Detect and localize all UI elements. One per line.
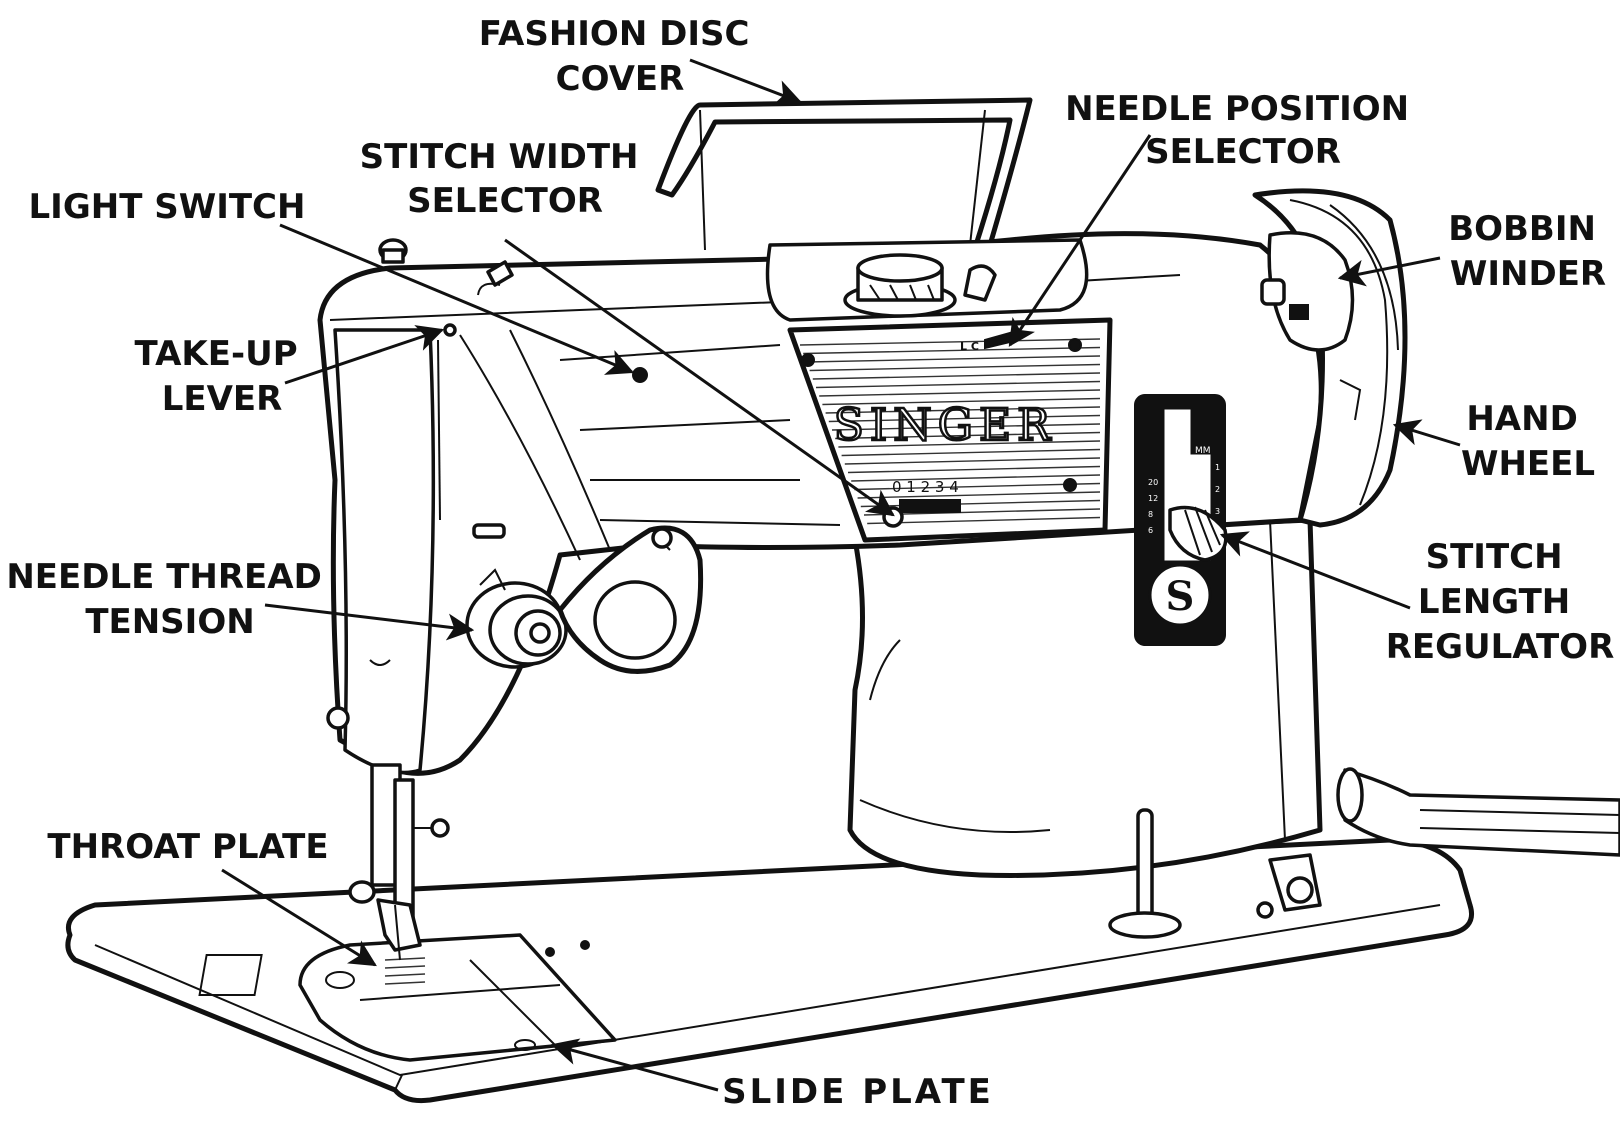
stitch-width-scale: 0 1 2 3 4: [892, 478, 959, 496]
length-mark: 3: [1215, 507, 1220, 516]
singer-emblem: S: [1166, 573, 1195, 620]
label-needle-position-selector: NEEDLE POSITION SELECTOR: [1065, 89, 1421, 172]
callout-labels: FASHION DISC COVER NEEDLE POSITION SELEC…: [6, 14, 1614, 1112]
length-mark: 1: [1215, 463, 1220, 472]
nameplate-stripe: [815, 380, 1101, 389]
nameplate-stripe: [854, 482, 1101, 491]
nameplate-stripe: [822, 397, 1101, 406]
nameplate-stripe: [841, 448, 1101, 457]
label-bobbin-winder: BOBBIN WINDER: [1448, 209, 1608, 294]
label-stitch-length-regulator: STITCH LENGTH REGULATOR: [1386, 537, 1615, 667]
nameplate-stripe: [838, 440, 1101, 448]
nameplate-stripe: [844, 457, 1101, 465]
thread-tension-dial: [465, 523, 568, 669]
leader-lines: [221, 58, 1461, 1092]
machine-pillar: [847, 517, 1323, 878]
nameplate-stripe: [857, 491, 1101, 499]
light-switch-knob[interactable]: [632, 367, 648, 383]
nameplate-stripe: [847, 465, 1101, 474]
length-mark: 12: [1148, 494, 1158, 503]
throat-plate: [198, 954, 426, 996]
nameplate-stripe: [825, 406, 1101, 414]
label-light-switch: LIGHT SWITCH: [29, 187, 306, 227]
nameplate-stripe: [819, 389, 1101, 397]
label-take-up-lever: TAKE-UP LEVER: [135, 334, 310, 419]
nameplate-stripe: [851, 474, 1101, 482]
face-plate: [333, 328, 441, 775]
stitch-length-panel: MM 2012861234 S: [1134, 394, 1228, 646]
nameplate-stripe: [812, 372, 1101, 380]
needle-assembly: [326, 706, 450, 961]
slide-plate-area: [298, 933, 617, 1062]
bed-bracket: [1256, 853, 1322, 919]
length-mark: 2: [1215, 485, 1220, 494]
nameplate-stripe: [835, 431, 1101, 440]
label-stitch-width-selector: STITCH WIDTH SELECTOR: [360, 137, 651, 221]
nameplate-stripe: [863, 508, 1101, 516]
label-hand-wheel: HAND WHEEL: [1461, 399, 1595, 484]
spool-pin: [1108, 808, 1182, 939]
nameplate-stripe: [867, 516, 1101, 525]
label-needle-thread-tension: NEEDLE THREAD TENSION: [6, 557, 333, 642]
length-mark: 20: [1148, 478, 1158, 487]
nameplate-stripe: [803, 346, 1101, 355]
brand-name: SINGER: [834, 400, 1056, 451]
fashion-disc-knob: [765, 238, 1089, 322]
nameplate-stripe: [809, 363, 1101, 372]
label-fashion-disc-cover: FASHION DISC COVER: [479, 14, 762, 99]
label-slide-plate: SLIDE PLATE: [722, 1072, 994, 1112]
take-up-lever-eye[interactable]: [443, 323, 457, 337]
length-mark: 8: [1148, 510, 1153, 519]
power-cord: [1336, 767, 1620, 857]
arm-bracket: [557, 525, 704, 674]
nameplate-stripe: [831, 423, 1101, 431]
length-unit: MM: [1195, 446, 1211, 456]
nameplate: SINGER L C 0 1 2 3 4: [787, 317, 1113, 543]
needle-position-letters: L C: [960, 340, 979, 353]
nameplate-stripe: [806, 355, 1101, 363]
length-mark: 6: [1148, 526, 1153, 535]
nameplate-stripe: [799, 338, 1101, 346]
label-throat-plate: THROAT PLATE: [47, 827, 328, 867]
machine-bed: [65, 837, 1474, 1103]
fashion-disc-cover: [655, 97, 1033, 251]
top-screw: [378, 238, 514, 296]
bobbin-winder[interactable]: [1260, 231, 1362, 421]
nameplate-stripe: [828, 414, 1101, 423]
